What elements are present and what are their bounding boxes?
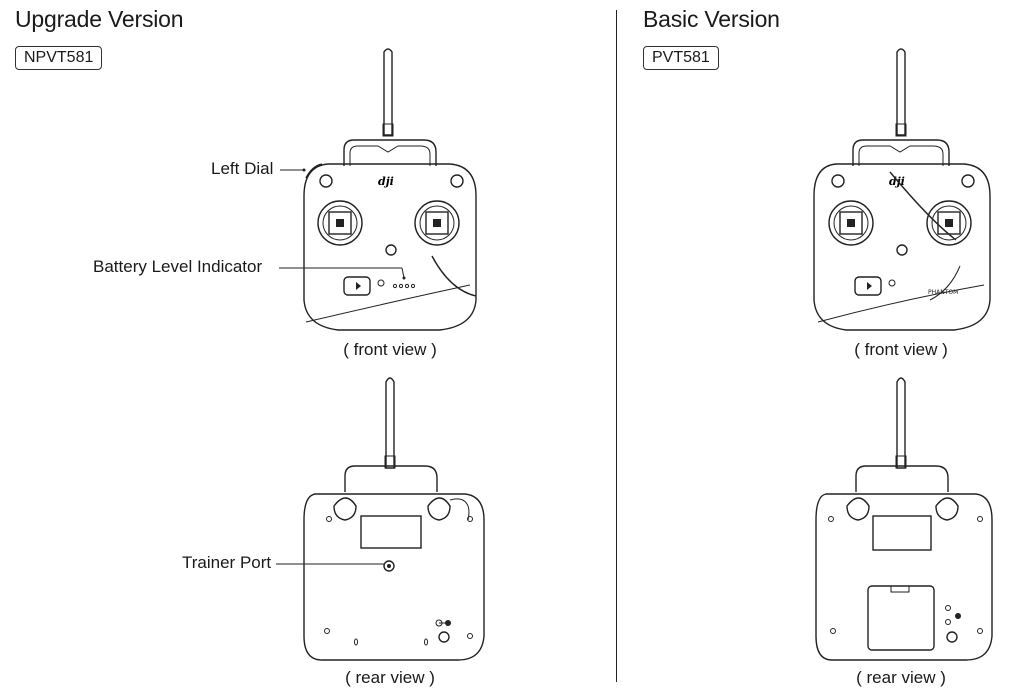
basic-rear-controller bbox=[815, 377, 993, 661]
trainer-port-callout: Trainer Port bbox=[182, 553, 272, 572]
basic-front-controller: dji PHANTOM bbox=[813, 48, 991, 331]
basic-front-view-label: ( front view ) bbox=[854, 340, 948, 359]
right-stick bbox=[414, 200, 460, 246]
svg-text:PHANTOM: PHANTOM bbox=[928, 289, 958, 296]
upgrade-model-badge: NPVT581 bbox=[15, 46, 103, 70]
upgrade-rear-view-label: ( rear view ) bbox=[345, 668, 435, 687]
section-divider bbox=[616, 10, 617, 682]
upgrade-front-controller: dji bbox=[279, 48, 477, 331]
upgrade-front-view-label: ( front view ) bbox=[343, 340, 437, 359]
basic-rear-view-label: ( rear view ) bbox=[856, 668, 946, 687]
basic-right-stick bbox=[926, 200, 972, 246]
basic-model-badge: PVT581 bbox=[643, 46, 719, 70]
basic-version-title: Basic Version bbox=[643, 6, 780, 32]
left-dial-callout: Left Dial bbox=[211, 159, 274, 178]
svg-text:dji: dji bbox=[378, 175, 394, 188]
left-stick bbox=[317, 200, 363, 246]
upgrade-rear-controller bbox=[276, 377, 485, 661]
basic-left-stick bbox=[828, 200, 874, 246]
battery-indicator-callout: Battery Level Indicator bbox=[93, 257, 263, 276]
upgrade-version-title: Upgrade Version bbox=[15, 6, 184, 32]
